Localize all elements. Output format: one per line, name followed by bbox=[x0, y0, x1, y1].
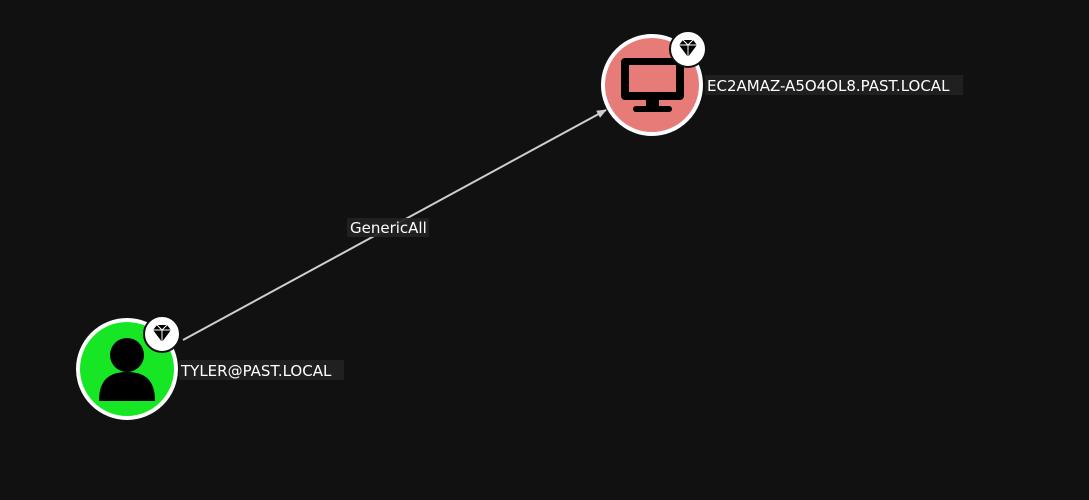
computer-label: EC2AMAZ-A5O4OL8.PAST.LOCAL bbox=[707, 77, 950, 95]
gem-icon bbox=[669, 30, 707, 68]
node-user[interactable]: TYLER@PAST.LOCAL bbox=[76, 315, 344, 420]
node-computer[interactable]: EC2AMAZ-A5O4OL8.PAST.LOCAL bbox=[601, 30, 963, 136]
edge-genericall[interactable]: GenericAll bbox=[182, 109, 607, 341]
monitor-icon bbox=[621, 58, 684, 112]
computer-label-background bbox=[705, 75, 963, 95]
user-label: TYLER@PAST.LOCAL bbox=[180, 362, 332, 380]
user-label-background bbox=[179, 360, 344, 380]
user-icon bbox=[99, 338, 155, 401]
edge-label: GenericAll bbox=[350, 219, 427, 237]
edge-label-background bbox=[347, 218, 429, 237]
gem-icon bbox=[143, 315, 181, 353]
